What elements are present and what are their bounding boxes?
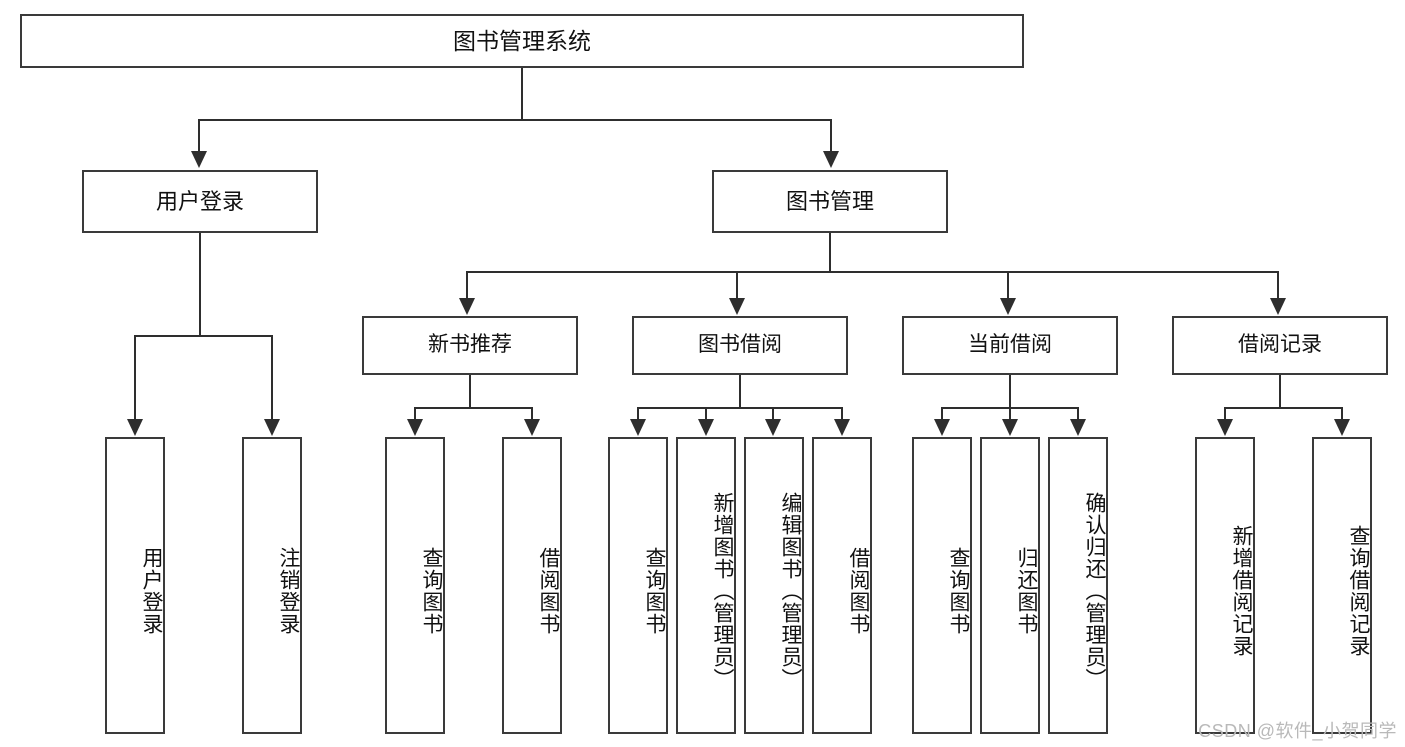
node-label: 新增图书（管理员） bbox=[711, 491, 734, 690]
node-图书借阅[interactable]: 图书借阅 bbox=[632, 316, 848, 375]
node-label: 借阅记录 bbox=[1238, 333, 1322, 357]
connector-图书借阅-to-leaf-2 bbox=[705, 407, 707, 420]
arrow-book-mgmt-to-图书借阅 bbox=[729, 298, 745, 315]
connector-借阅记录-to-leaf-2 bbox=[1341, 407, 1343, 420]
connector-user-login-to-leaf-2 bbox=[271, 335, 273, 420]
arrow-当前借阅-to-leaf-2 bbox=[1002, 419, 1018, 436]
leaf-新书推荐-查询图书[interactable]: 查询图书 bbox=[385, 437, 445, 734]
node-label: 查询借阅记录 bbox=[1347, 524, 1370, 657]
arrow-图书借阅-to-leaf-2 bbox=[698, 419, 714, 436]
leaf-当前借阅-归还图书[interactable]: 归还图书 bbox=[980, 437, 1040, 734]
connector-新书推荐-to-leaf-2 bbox=[531, 407, 533, 420]
node-当前借阅[interactable]: 当前借阅 bbox=[902, 316, 1118, 375]
node-label: 图书管理系统 bbox=[453, 27, 591, 54]
arrow-图书借阅-to-leaf-1 bbox=[630, 419, 646, 436]
connector-root-bus bbox=[198, 119, 832, 121]
arrow-当前借阅-to-leaf-3 bbox=[1070, 419, 1086, 436]
connector-user-login-to-leaf-1 bbox=[134, 335, 136, 420]
arrow-root-to-book-mgmt bbox=[823, 151, 839, 168]
connector-root-stem bbox=[521, 68, 523, 120]
node-新书推荐[interactable]: 新书推荐 bbox=[362, 316, 578, 375]
leaf-新书推荐-借阅图书[interactable]: 借阅图书 bbox=[502, 437, 562, 734]
arrow-book-mgmt-to-借阅记录 bbox=[1270, 298, 1286, 315]
watermark: CSDN @软件_小贺同学 bbox=[1198, 721, 1397, 741]
arrow-user-login-to-leaf-1 bbox=[127, 419, 143, 436]
node-label: 用户登录 bbox=[140, 546, 163, 635]
connector-当前借阅-to-leaf-3 bbox=[1077, 407, 1079, 420]
connector-新书推荐-stem bbox=[469, 375, 471, 408]
node-用户登录[interactable]: 用户登录 bbox=[82, 170, 318, 233]
leaf-借阅记录-新增借阅记录[interactable]: 新增借阅记录 bbox=[1195, 437, 1255, 734]
leaf-图书借阅-借阅图书[interactable]: 借阅图书 bbox=[812, 437, 872, 734]
arrow-新书推荐-to-leaf-1 bbox=[407, 419, 423, 436]
node-root-图书管理系统[interactable]: 图书管理系统 bbox=[20, 14, 1024, 68]
leaf-借阅记录-查询借阅记录[interactable]: 查询借阅记录 bbox=[1312, 437, 1372, 734]
node-label: 归还图书 bbox=[1015, 546, 1038, 635]
node-label: 新书推荐 bbox=[428, 333, 512, 357]
connector-借阅记录-to-leaf-1 bbox=[1224, 407, 1226, 420]
node-label: 当前借阅 bbox=[968, 333, 1052, 357]
node-label: 编辑图书（管理员） bbox=[779, 491, 802, 690]
node-label: 用户登录 bbox=[155, 188, 244, 214]
connector-新书推荐-bus bbox=[414, 407, 532, 409]
leaf-用户登录[interactable]: 用户登录 bbox=[105, 437, 165, 734]
connector-图书借阅-stem bbox=[739, 375, 741, 408]
node-label: 查询图书 bbox=[947, 546, 970, 635]
connector-当前借阅-stem bbox=[1009, 375, 1011, 408]
node-label: 查询图书 bbox=[643, 546, 666, 635]
leaf-当前借阅-确认归还[interactable]: 确认归还（管理员） bbox=[1048, 437, 1108, 734]
connector-借阅记录-stem bbox=[1279, 375, 1281, 408]
connector-book-mgmt-bus bbox=[466, 271, 1277, 273]
leaf-图书借阅-新增图书[interactable]: 新增图书（管理员） bbox=[676, 437, 736, 734]
arrow-新书推荐-to-leaf-2 bbox=[524, 419, 540, 436]
node-label: 借阅图书 bbox=[847, 546, 870, 635]
arrow-user-login-to-leaf-2 bbox=[264, 419, 280, 436]
node-label: 图书管理 bbox=[785, 188, 874, 214]
connector-图书借阅-to-leaf-1 bbox=[637, 407, 639, 420]
leaf-图书借阅-查询图书[interactable]: 查询图书 bbox=[608, 437, 668, 734]
leaf-当前借阅-查询图书[interactable]: 查询图书 bbox=[912, 437, 972, 734]
connector-借阅记录-bus bbox=[1224, 407, 1342, 409]
node-借阅记录[interactable]: 借阅记录 bbox=[1172, 316, 1388, 375]
arrow-借阅记录-to-leaf-2 bbox=[1334, 419, 1350, 436]
arrow-当前借阅-to-leaf-1 bbox=[934, 419, 950, 436]
connector-book-mgmt-to-新书推荐 bbox=[466, 271, 468, 299]
node-label: 图书借阅 bbox=[698, 333, 782, 357]
connector-root-to-user-login bbox=[198, 119, 200, 152]
connector-user-login-bus bbox=[134, 335, 272, 337]
leaf-注销登录[interactable]: 注销登录 bbox=[242, 437, 302, 734]
connector-book-mgmt-stem bbox=[829, 233, 831, 272]
node-label: 确认归还（管理员） bbox=[1083, 491, 1106, 690]
arrow-book-mgmt-to-当前借阅 bbox=[1000, 298, 1016, 315]
connector-图书借阅-to-leaf-4 bbox=[841, 407, 843, 420]
connector-当前借阅-to-leaf-1 bbox=[941, 407, 943, 420]
node-图书管理[interactable]: 图书管理 bbox=[712, 170, 948, 233]
node-label: 新增借阅记录 bbox=[1230, 524, 1253, 657]
connector-book-mgmt-to-当前借阅 bbox=[1007, 271, 1009, 299]
connector-book-mgmt-to-借阅记录 bbox=[1277, 271, 1279, 299]
connector-root-to-book-mgmt bbox=[830, 119, 832, 152]
arrow-root-to-user-login bbox=[191, 151, 207, 168]
node-label: 注销登录 bbox=[277, 546, 300, 635]
node-label: 查询图书 bbox=[420, 546, 443, 635]
connector-图书借阅-bus bbox=[637, 407, 842, 409]
connector-book-mgmt-to-图书借阅 bbox=[736, 271, 738, 299]
arrow-借阅记录-to-leaf-1 bbox=[1217, 419, 1233, 436]
arrow-book-mgmt-to-新书推荐 bbox=[459, 298, 475, 315]
connector-图书借阅-to-leaf-3 bbox=[772, 407, 774, 420]
connector-当前借阅-to-leaf-2 bbox=[1009, 407, 1011, 420]
node-label: 借阅图书 bbox=[537, 546, 560, 635]
connector-user-login-stem bbox=[199, 233, 201, 336]
arrow-图书借阅-to-leaf-4 bbox=[834, 419, 850, 436]
arrow-图书借阅-to-leaf-3 bbox=[765, 419, 781, 436]
leaf-图书借阅-编辑图书[interactable]: 编辑图书（管理员） bbox=[744, 437, 804, 734]
connector-新书推荐-to-leaf-1 bbox=[414, 407, 416, 420]
